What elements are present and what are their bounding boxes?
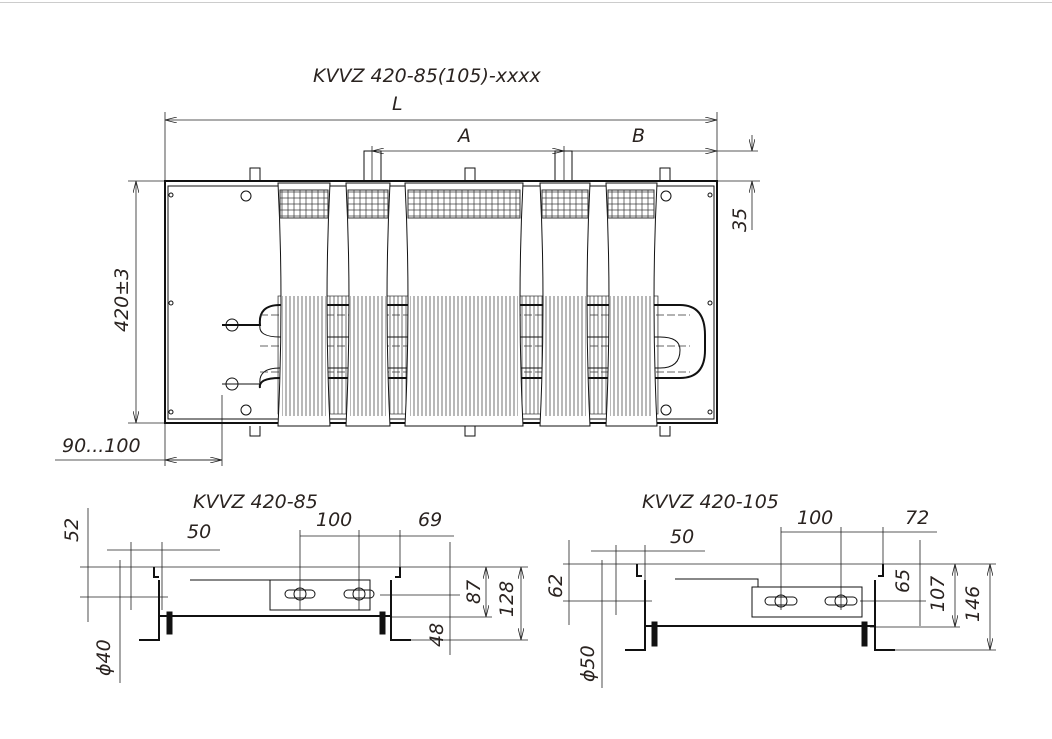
section-105-title: KVVZ 420-105 <box>642 491 779 513</box>
dim-146: 146 <box>962 586 984 622</box>
plan-view: KVVZ 420-85(105)-xxxx L A B 35 420±3 90.… <box>55 65 760 466</box>
dim-pipe-40: ϕ40 <box>93 639 115 676</box>
dim-50: 50 <box>187 521 211 543</box>
dim-128: 128 <box>496 581 518 617</box>
dim-b-label: B <box>632 125 645 147</box>
top-border <box>0 2 1052 3</box>
grille-panels <box>277 182 658 427</box>
section-85: KVVZ 420-85 50 100 69 52 ϕ40 87 128 48 <box>61 491 528 683</box>
dim-52: 52 <box>61 518 83 542</box>
heating-tube <box>222 304 706 389</box>
plan-title: KVVZ 420-85(105)-xxxx <box>313 65 541 87</box>
dim-65: 65 <box>892 569 914 593</box>
dim-48: 48 <box>426 623 448 647</box>
dim-107: 107 <box>927 576 949 612</box>
dim-100: 100 <box>316 509 352 531</box>
dim-pipe-50: ϕ50 <box>577 645 599 682</box>
dim-100-b: 100 <box>797 507 833 529</box>
dim-top-label: 35 <box>729 208 751 232</box>
dim-72: 72 <box>905 507 929 529</box>
dim-a-label: A <box>456 125 471 147</box>
section-105: KVVZ 420-105 50 100 72 62 ϕ50 65 107 146 <box>545 491 996 688</box>
dim-69: 69 <box>418 509 442 531</box>
dim-62: 62 <box>545 574 567 598</box>
dim-length-label: L <box>392 93 403 115</box>
dim-50-b: 50 <box>670 526 694 548</box>
dim-offset-label: 90...100 <box>62 435 141 457</box>
section-85-title: KVVZ 420-85 <box>193 491 318 513</box>
dim-87: 87 <box>463 580 485 604</box>
dim-height-label: 420±3 <box>111 268 133 332</box>
